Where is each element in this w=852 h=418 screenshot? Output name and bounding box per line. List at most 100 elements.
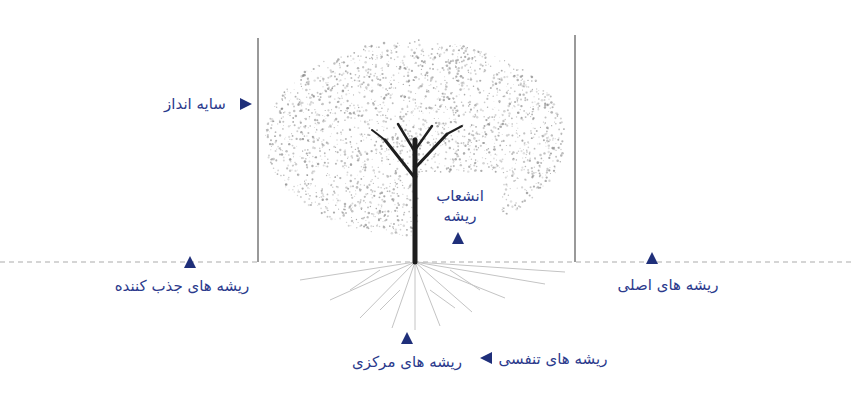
canopy-speckle [548, 157, 550, 159]
canopy-speckle [301, 105, 302, 106]
canopy-speckle [399, 150, 401, 152]
canopy-speckle [333, 180, 334, 181]
canopy-speckle [326, 84, 328, 86]
canopy-speckle [293, 106, 295, 108]
canopy-speckle [502, 158, 504, 160]
canopy-speckle [370, 189, 372, 191]
canopy-speckle [534, 166, 535, 167]
canopy-speckle [512, 171, 513, 172]
canopy-speckle [347, 71, 349, 73]
canopy-speckle [399, 66, 401, 68]
canopy-speckle [435, 111, 437, 113]
canopy-speckle [526, 151, 528, 153]
canopy-speckle [523, 169, 525, 171]
canopy-speckle [282, 128, 284, 130]
canopy-speckle [462, 136, 463, 137]
canopy-speckle [520, 109, 521, 110]
canopy-speckle [516, 159, 517, 160]
canopy-speckle [385, 77, 387, 79]
canopy-speckle [336, 198, 337, 199]
canopy-speckle [302, 88, 303, 89]
canopy-speckle [493, 101, 495, 103]
canopy-speckle [311, 202, 312, 203]
canopy-speckle [337, 175, 339, 177]
canopy-speckle [483, 127, 485, 129]
canopy-speckle [307, 140, 309, 142]
canopy-speckle [476, 103, 479, 106]
canopy-speckle [444, 125, 445, 126]
canopy-speckle [321, 129, 322, 130]
canopy-speckle [317, 163, 320, 166]
canopy-speckle [477, 88, 479, 90]
canopy-speckle [553, 103, 555, 105]
canopy-speckle [492, 108, 493, 109]
canopy-speckle [397, 183, 398, 184]
canopy-speckle [376, 211, 378, 213]
canopy-speckle [503, 208, 505, 210]
canopy-speckle [329, 216, 331, 218]
canopy-speckle [497, 91, 498, 92]
canopy-speckle [401, 149, 403, 151]
canopy-speckle [470, 109, 472, 111]
canopy-speckle [449, 68, 451, 70]
canopy-speckle [301, 157, 303, 159]
canopy-speckle [426, 89, 427, 90]
canopy-speckle [360, 55, 361, 56]
canopy-speckle [428, 85, 430, 87]
canopy-speckle [335, 163, 337, 165]
canopy-speckle [288, 125, 290, 127]
canopy-speckle [277, 169, 279, 171]
canopy-speckle [558, 137, 559, 138]
canopy-speckle [455, 76, 457, 78]
canopy-speckle [465, 111, 467, 113]
canopy-speckle [358, 92, 359, 93]
canopy-speckle [493, 75, 494, 76]
canopy-speckle [399, 116, 401, 118]
canopy-speckle [525, 91, 528, 94]
canopy-speckle [365, 109, 367, 111]
canopy-speckle [345, 110, 346, 111]
canopy-speckle [288, 177, 289, 178]
canopy-speckle [284, 138, 286, 140]
canopy-speckle [409, 216, 411, 218]
canopy-speckle [544, 99, 546, 101]
canopy-speckle [360, 199, 362, 201]
canopy-speckle [381, 67, 383, 69]
canopy-speckle [548, 103, 550, 105]
canopy-speckle [488, 151, 490, 153]
canopy-speckle [383, 130, 384, 131]
canopy-speckle [346, 165, 348, 167]
canopy-speckle [502, 123, 504, 125]
canopy-speckle [412, 98, 414, 100]
canopy-speckle [452, 158, 454, 160]
canopy-speckle [395, 133, 397, 135]
canopy-speckle [506, 76, 508, 78]
canopy-speckle [474, 162, 476, 164]
canopy-speckle [430, 57, 432, 59]
canopy-speckle [388, 64, 390, 66]
canopy-speckle [463, 113, 465, 115]
canopy-speckle [342, 89, 344, 91]
canopy-speckle [479, 133, 481, 135]
canopy-speckle [433, 139, 434, 140]
canopy-speckle [518, 178, 520, 180]
canopy-speckle [432, 64, 433, 65]
canopy-speckle [323, 61, 325, 63]
canopy-speckle [290, 98, 292, 100]
canopy-speckle [445, 61, 447, 63]
canopy-speckle [492, 169, 493, 170]
canopy-speckle [372, 190, 373, 191]
canopy-speckle [504, 123, 506, 125]
canopy-speckle [523, 161, 525, 163]
canopy-speckle [431, 158, 433, 160]
canopy-speckle [452, 109, 454, 111]
canopy-speckle [403, 67, 406, 70]
canopy-speckle [322, 199, 324, 201]
canopy-speckle [342, 72, 344, 74]
canopy-speckle [343, 209, 345, 211]
canopy-speckle [352, 151, 354, 153]
canopy-speckle [503, 140, 505, 142]
canopy-speckle [435, 122, 437, 124]
canopy-speckle [368, 222, 370, 224]
canopy-speckle [327, 159, 328, 160]
